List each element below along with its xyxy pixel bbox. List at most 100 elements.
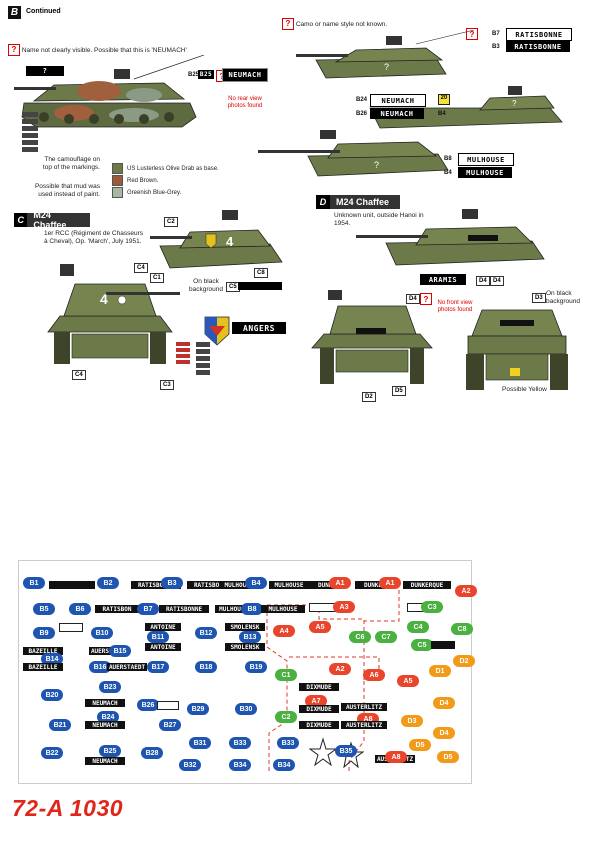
decal-dunkerque: DUNKERQUE (403, 581, 451, 589)
decal-dixmude-2: DIXMUDE (299, 705, 339, 713)
callout-d4a: D4 (476, 276, 490, 286)
callout-c1: C1 (150, 273, 164, 283)
decal-b9: B9 (33, 627, 55, 639)
decal-sheet: B1 B2 RATISBONNE B3 RATISBONNE MULHOUSE … (18, 560, 477, 784)
decal-plate (49, 581, 95, 589)
decal-b16: B16 (89, 661, 111, 673)
svg-text:?: ? (512, 99, 517, 108)
callout-d4c: D4 (406, 294, 420, 304)
track-links-b (22, 112, 38, 152)
plate-mulhouse-2: MULHOUSE (458, 167, 512, 178)
insignia-shield (204, 316, 230, 346)
section-d-on-black: On black background (546, 290, 580, 305)
tank-b-mulhouse: ? (258, 130, 449, 177)
plate-b25: B25 (198, 70, 214, 79)
decal-c6: C6 (349, 631, 371, 643)
question-icon: ? (282, 18, 294, 30)
decal-c1: C1 (275, 669, 297, 681)
section-d-letter: D (316, 195, 330, 209)
plate-neumach-b: NEUMACH (222, 68, 268, 82)
plate-mulhouse-1: MULHOUSE (458, 153, 514, 166)
decal-b1: B1 (23, 577, 45, 589)
swatch-olive (112, 163, 123, 174)
decal-austerlitz-1: AUSTERLITZ (341, 703, 387, 711)
svg-text:?: ? (374, 160, 379, 170)
tank-c-side: 4 (150, 210, 283, 269)
swatch-brown (112, 175, 123, 186)
question-plate: ? (26, 66, 64, 76)
code-b3: B3 (492, 44, 500, 50)
plate-neumach-1: NEUMACH (370, 94, 426, 107)
code-b25-a: B25 (188, 72, 200, 78)
callout-d2: D2 (362, 392, 376, 402)
decal-b31: B31 (189, 737, 211, 749)
callout-c8: C8 (254, 268, 268, 278)
decal-c8: C8 (451, 623, 473, 635)
decal-b35: B35 (335, 745, 357, 757)
badge-20: 20 (438, 94, 450, 105)
decal-b28: B28 (141, 747, 163, 759)
tank-c-front: 4 (47, 264, 180, 364)
decal-b33b: B33 (277, 737, 299, 749)
decal-d2: D2 (453, 655, 475, 667)
question-icon: ? (420, 293, 432, 305)
decal-mulhouse-1: MULHOUSE (219, 581, 259, 589)
decal-a7: A7 (305, 695, 327, 707)
decal-a5b: A5 (397, 675, 419, 687)
decal-c3: C3 (421, 601, 443, 613)
tank-d-rear (466, 309, 568, 390)
decal-ratisbonne-3: RATISBONNE (159, 605, 209, 613)
decal-b26: B26 (137, 699, 159, 711)
section-b-badge: B (8, 6, 21, 19)
callout-d3: D3 (532, 293, 546, 303)
decal-b32: B32 (179, 759, 201, 771)
cut-lines (266, 583, 400, 773)
decal-a3: A3 (333, 601, 355, 613)
product-code: 72-A 1030 (12, 795, 124, 821)
section-b-title: Continued (26, 8, 61, 15)
decal-b20: B20 (41, 689, 63, 701)
legend-brown: Red Brown. (112, 175, 158, 186)
decal-neumach-3: NEUMACH (85, 757, 125, 765)
note-camo: ? Camo or name style not known. (282, 18, 387, 30)
decal-austerlitz-2: AUSTERLITZ (341, 721, 387, 729)
decal-antoine-1: ANTOINE (145, 623, 181, 631)
decal-blank-b27 (157, 701, 179, 710)
decal-d1: D1 (429, 665, 451, 677)
decal-b23: B23 (99, 681, 121, 693)
decal-mulhouse-3: MULHOUSE (261, 605, 305, 613)
svg-text:4: 4 (226, 234, 234, 249)
svg-text:4: 4 (100, 291, 108, 307)
no-rear-note: No rear view photos found (227, 96, 263, 109)
section-c-on-black: On black background (189, 278, 223, 293)
tank-b-ratisbonne: ? (296, 30, 475, 79)
decal-b27: B27 (159, 719, 181, 731)
decal-a6: A6 (363, 669, 385, 681)
decal-c4: C4 (407, 621, 429, 633)
section-c-header: C M24 Chaffee (14, 210, 90, 230)
decal-b33: B33 (229, 737, 251, 749)
decal-dixmude-3: DIXMUDE (299, 721, 339, 729)
legend-brown-label: Red Brown. (127, 177, 159, 184)
decal-d4: D4 (433, 697, 455, 709)
decal-bazeille-1: BAZEILLE (23, 647, 63, 655)
tank-b-camo (14, 55, 204, 128)
camo-text-1: The camouflage on top of the markings. (42, 156, 100, 171)
callout-c2: C2 (164, 217, 178, 227)
decal-b4: B4 (245, 577, 267, 589)
question-icon: ? (466, 28, 478, 40)
decal-b34b: B34 (273, 759, 295, 771)
decal-b29: B29 (187, 703, 209, 715)
decal-a2b: A2 (329, 663, 351, 675)
code-b24: B24 (356, 97, 368, 103)
code-b26: B26 (356, 111, 368, 117)
section-c-vehicle: M24 Chaffee (33, 210, 67, 230)
section-d-header: D M24 Chaffee (316, 195, 400, 209)
decal-mulho: MULHOU (215, 605, 245, 613)
decal-b3: B3 (161, 577, 183, 589)
decal-b2: B2 (97, 577, 119, 589)
section-d-vehicle: M24 Chaffee (336, 197, 390, 207)
decal-a4: A4 (273, 625, 295, 637)
decal-b34: B34 (229, 759, 251, 771)
decal-b6: B6 (69, 603, 91, 615)
